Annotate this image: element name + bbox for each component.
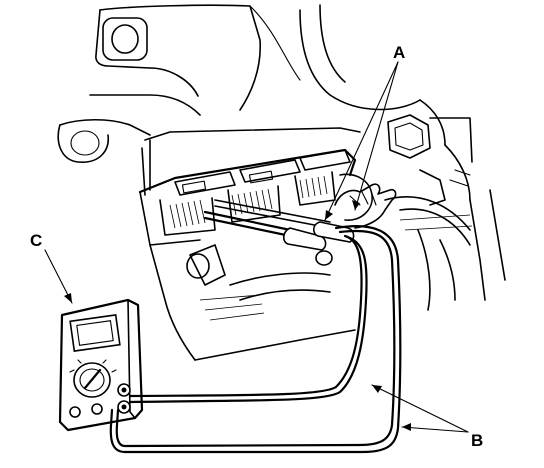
technician-hand xyxy=(334,183,397,229)
callout-c-label: C xyxy=(30,231,42,250)
callout-b-label: B xyxy=(471,431,483,450)
vehicle-frame-lower xyxy=(194,169,506,361)
callout-a-label: A xyxy=(393,43,405,62)
meter-test-leads xyxy=(109,225,402,454)
digital-multimeter xyxy=(58,298,144,432)
callout-leaders xyxy=(44,61,469,433)
meter-display xyxy=(69,314,121,352)
control-unit-housing xyxy=(138,148,357,361)
meter-jacks xyxy=(69,383,131,418)
connector-pins xyxy=(169,175,328,229)
test-probes xyxy=(203,199,355,266)
meter-selector-dial xyxy=(69,359,117,398)
vehicle-body-panels xyxy=(57,4,473,201)
